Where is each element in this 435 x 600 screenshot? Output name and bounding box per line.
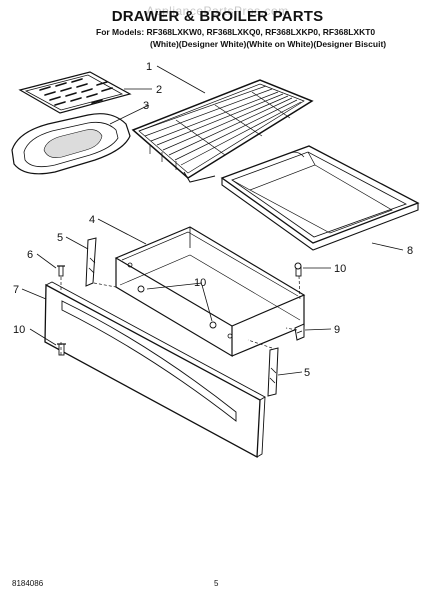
broiler-pan-grid xyxy=(18,71,132,114)
callout-1: 1 xyxy=(146,61,152,73)
storage-drawer-pan xyxy=(220,145,420,251)
callout-10-right: 10 xyxy=(334,263,346,275)
oven-rack xyxy=(131,79,314,183)
callout-4: 4 xyxy=(89,214,95,226)
callout-5-upper: 5 xyxy=(57,232,63,244)
slide-rail-left xyxy=(85,237,97,287)
slide-rail-right xyxy=(267,347,279,397)
callout-3: 3 xyxy=(143,100,149,112)
callout-labels: 1 2 3 4 5 6 7 8 9 10 10 10 5 xyxy=(13,61,413,379)
callout-8: 8 xyxy=(407,245,413,257)
callout-2: 2 xyxy=(156,84,162,96)
document-number: 8184086 xyxy=(12,579,44,588)
callout-5-lower: 5 xyxy=(304,367,310,379)
watermark: AppliancePartsPros.com xyxy=(146,4,289,18)
diagram-title: DRAWER & BROILER PARTS xyxy=(111,8,324,25)
callout-6: 6 xyxy=(27,249,33,261)
screw-10-right xyxy=(294,262,302,277)
callout-10-left: 10 xyxy=(13,324,25,336)
screw-6 xyxy=(57,265,65,277)
page-number: 5 xyxy=(214,579,219,588)
callout-7: 7 xyxy=(13,284,19,296)
drawer-stop-clip xyxy=(294,323,305,341)
callout-9: 9 xyxy=(334,324,340,336)
models-line: For Models: RF368LXKW0, RF368LXKQ0, RF36… xyxy=(96,27,376,37)
drawer-front-panel xyxy=(44,281,266,459)
assembly-lines xyxy=(60,275,301,355)
variants-line: (White)(Designer White)(White on White)(… xyxy=(150,39,387,49)
callout-leaders xyxy=(21,65,404,376)
callout-10-center: 10 xyxy=(194,277,206,289)
drawer-body xyxy=(114,226,306,358)
screw-10-front xyxy=(57,343,66,356)
broiler-pan xyxy=(11,113,131,175)
